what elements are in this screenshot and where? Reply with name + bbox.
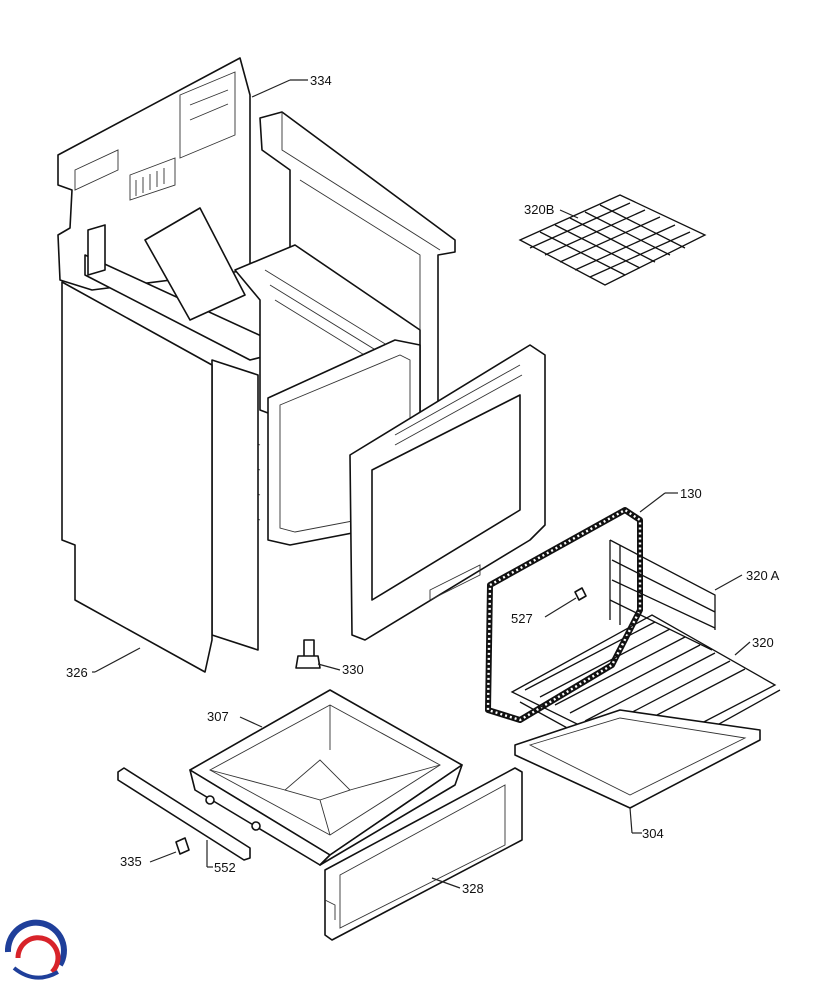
label-552: 552 — [214, 860, 236, 875]
label-304: 304 — [642, 826, 664, 841]
label-320A: 320 A — [746, 568, 780, 583]
drawer-rail-552 — [117, 767, 251, 861]
label-335: 335 — [120, 854, 142, 869]
wire-shelf-320B — [518, 194, 707, 286]
screw-527 — [574, 587, 587, 601]
label-130: 130 — [680, 486, 702, 501]
front-frame — [349, 344, 546, 641]
drip-tray-304 — [514, 709, 761, 809]
drawer-307 — [189, 689, 463, 866]
label-326: 326 — [66, 665, 88, 680]
bolt-330 — [295, 639, 321, 669]
brand-logo — [4, 919, 67, 980]
screw-335 — [175, 837, 190, 855]
drawer-front-328 — [324, 767, 523, 941]
label-527: 527 — [511, 611, 533, 626]
side-panel-326 — [61, 281, 213, 673]
label-320: 320 — [752, 635, 774, 650]
label-320B: 320B — [524, 202, 554, 217]
label-330: 330 — [342, 662, 364, 677]
side-rack-320A — [609, 539, 716, 651]
label-328: 328 — [462, 881, 484, 896]
label-307: 307 — [207, 709, 229, 724]
label-334: 334 — [310, 73, 332, 88]
